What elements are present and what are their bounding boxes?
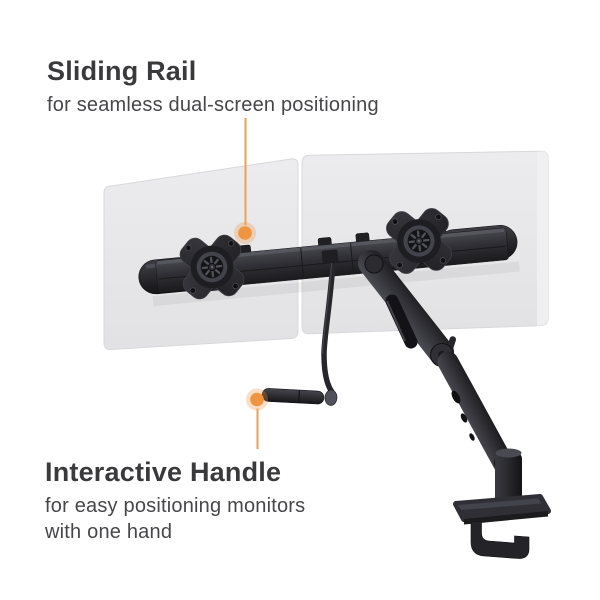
- callout-title-sliding-rail: Sliding Rail: [47, 56, 197, 86]
- desk-clamp: [453, 494, 551, 559]
- clamp-riser: [495, 452, 522, 508]
- callout-description-sliding-rail: for seamless dual-screen positioning: [47, 94, 379, 116]
- callout-title-interactive-handle: Interactive Handle: [45, 457, 282, 487]
- callout-sliding-rail: Sliding Rail for seamless dual-screen po…: [47, 56, 379, 118]
- crank-grip: [261, 388, 338, 406]
- clamp-hook: [470, 520, 530, 559]
- gas-cylinder: [385, 294, 418, 349]
- callout-sliding-rail-leader: [234, 118, 256, 244]
- gas-spring-arm: [358, 250, 522, 508]
- sliding-rail-callout-dot: [238, 226, 252, 240]
- crank-handle: [321, 249, 339, 394]
- callout-interactive-handle: Interactive Handle for easy positioning …: [45, 457, 305, 546]
- arm-top-pivot: [364, 254, 384, 274]
- callout-interactive-handle-leader: [246, 388, 268, 449]
- interactive-handle-callout-dot: [250, 392, 264, 407]
